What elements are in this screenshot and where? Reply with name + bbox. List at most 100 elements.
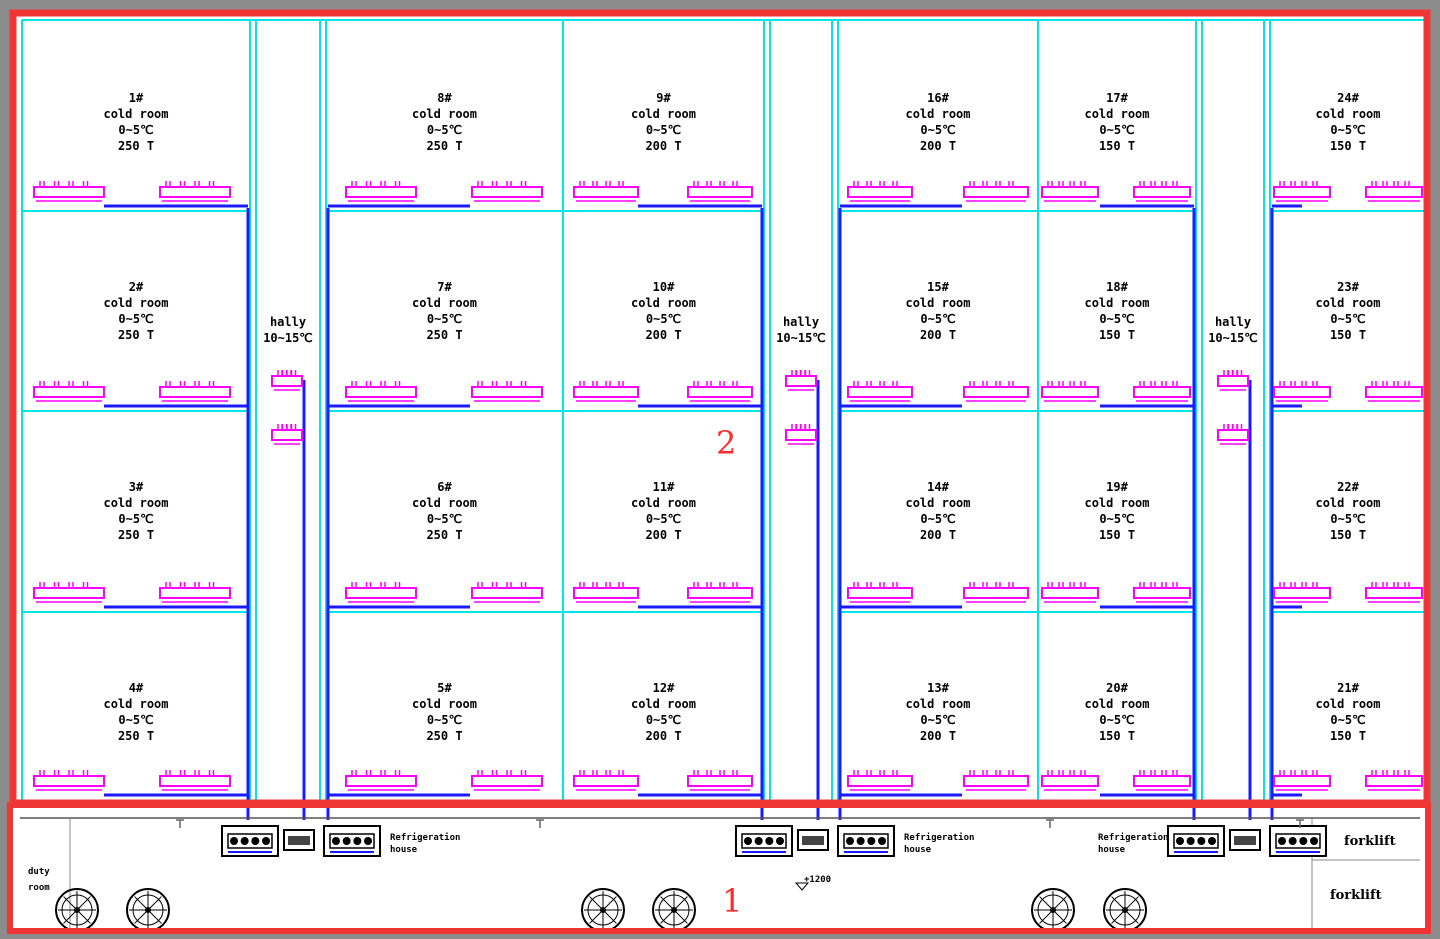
evaporator-body [1133,775,1191,787]
cold-room-id: 18# [1106,280,1128,294]
ceiling-fan-icon [581,888,625,932]
evaporator-body [345,775,417,787]
fan-blade [76,896,91,911]
evaporator-unit [963,381,1029,402]
cold-room-cap: 200 T [645,528,681,542]
evaporator-body [687,186,753,198]
fan-hub [1122,907,1128,913]
compressor-icon [846,837,854,845]
evaporator-body [963,186,1029,198]
evaporator-body [271,375,303,387]
ceiling-fan-icon [55,888,99,932]
compressor-icon [754,837,763,845]
fan-hub [600,907,606,913]
compressor-icon [1208,837,1216,845]
compressor-icon [240,837,249,845]
cold-room-cap: 200 T [645,328,681,342]
fan-blade [1052,896,1067,911]
condensing-unit [1167,825,1225,857]
evaporator-unit [471,181,543,202]
cold-room-name: cold room [412,496,477,510]
cold-room-name: cold room [1315,496,1380,510]
receiver-core [802,836,824,845]
evaporator-unit [159,181,231,202]
evaporator-body [687,386,753,398]
fan-blade [147,896,162,911]
evaporator-unit [33,181,105,202]
hallway-evaporator [785,370,817,391]
refrigeration-house-label-1a: Refrigeration [390,832,460,843]
fan-blade [589,909,604,924]
cold-room-id: 17# [1106,91,1128,105]
compressor-icon [856,837,865,845]
evaporator-unit [573,181,639,202]
cold-room-id: 20# [1106,681,1128,695]
hallway-name: hally [1215,315,1251,329]
compressor-icon [1278,837,1286,845]
cold-room-name: cold room [1315,107,1380,121]
evaporator-body [1041,386,1099,398]
evaporator-body [159,587,231,599]
hallway-name: hally [783,315,819,329]
evaporator-body [345,386,417,398]
walls-layer [21,19,1427,800]
evaporator-unit [1365,181,1423,202]
evaporator-body [1365,186,1423,198]
compressor-icon [1310,837,1318,845]
cold-room-cap: 150 T [1099,528,1135,542]
cold-room-id: 14# [927,480,949,494]
evaporator-unit [1041,770,1099,791]
compressor-icon [262,837,270,845]
fan-blade [673,896,688,911]
evaporator-unit [33,582,105,603]
cold-room-temp: 0~5℃ [118,123,153,137]
refrigeration-house-label-3b: house [1098,845,1126,855]
cold-room-id: 5# [437,681,452,695]
fan-blade [1052,909,1067,924]
fan-blade [63,896,78,911]
zone-1-label: 1 [722,882,742,920]
evaporator-body [159,186,231,198]
evaporator-body [1273,386,1331,398]
cold-room-name: cold room [905,107,970,121]
cold-room-name: cold room [1315,296,1380,310]
compressor-icon [1186,837,1195,845]
refrigeration-house-label-3a: Refrigeration [1098,832,1168,843]
evaporator-body [1273,775,1331,787]
cold-room-temp: 0~5℃ [1330,512,1365,526]
evaporator-unit [687,582,753,603]
cold-room-temp: 0~5℃ [920,713,955,727]
unit-panel [227,833,273,849]
unit-panel [1173,833,1219,849]
zone-2-label: 2 [716,424,736,462]
fan-blade [1039,896,1054,911]
cold-room-cap: 150 T [1099,139,1135,153]
cold-room-id: 10# [653,280,675,294]
evaporator-unit [1041,381,1099,402]
evaporator-unit [687,381,753,402]
condensing-units-layer [176,819,1327,857]
evaporator-unit [1273,582,1331,603]
fan-hub [74,907,80,913]
cold-room-temp: 0~5℃ [646,713,681,727]
cold-room-id: 15# [927,280,949,294]
evaporator-body [573,587,639,599]
compressor-icon [1288,837,1297,845]
evaporator-body [471,186,543,198]
evaporator-body [963,587,1029,599]
refrigeration-house-label-2b: house [904,845,932,855]
fan-blade [1111,909,1126,924]
cold-room-id: 11# [653,480,675,494]
evaporator-unit [1041,582,1099,603]
fan-blade [589,896,604,911]
elevation-mark: +1200 [804,875,831,885]
evaporator-body [345,587,417,599]
unit-panel [329,833,375,849]
evaporator-unit [573,582,639,603]
